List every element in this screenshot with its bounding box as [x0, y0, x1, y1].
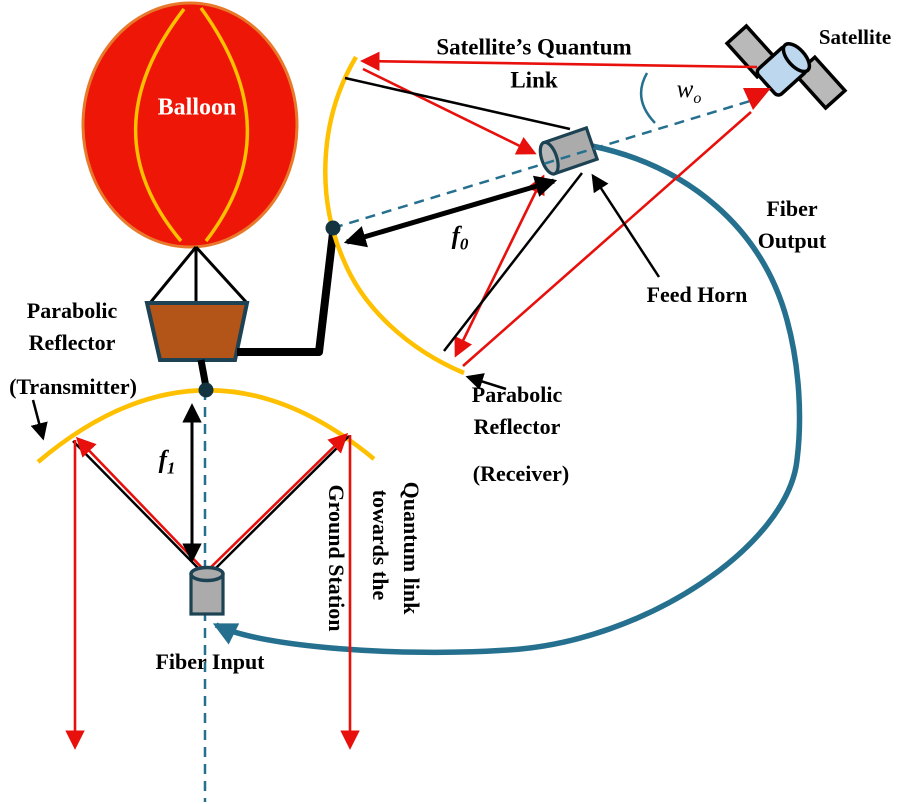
transmitter-subtitle-label: (Transmitter): [9, 374, 137, 400]
fiber-input-cylinder: [189, 565, 225, 616]
wo-label: wo: [677, 72, 702, 110]
satellite-body-cap: [781, 42, 812, 74]
satellite-quantum-link-line2: Link: [510, 68, 558, 93]
ground-link-label-line3: Ground Station: [324, 484, 349, 632]
receiver-line1: Parabolic: [471, 382, 563, 408]
wo-subscript: o: [693, 89, 702, 107]
receiver-support-arm: [237, 232, 337, 356]
transmitter-label-pointer: [30, 399, 48, 441]
receiver-label-pointer: [465, 373, 507, 391]
ray-focus-to-dish-right: [205, 432, 349, 573]
construction-focus-to-dish-left: [72, 440, 199, 569]
receiver-label: Parabolic Reflector: [472, 379, 562, 443]
feed-horn-cylinder: [538, 125, 600, 176]
f0-focal-arrow: [343, 175, 558, 248]
transmitter-label: Parabolic Reflector: [27, 295, 117, 359]
construction-focus-to-dish-right: [215, 435, 350, 569]
transmitter-vertex-dot: [198, 382, 214, 398]
satellite-label: Satellite: [818, 24, 892, 49]
balloon-meridian-left: [133, 7, 186, 243]
ground-link-label-line2: towards the: [368, 489, 393, 601]
receiver-dish-arc: [323, 55, 465, 376]
ground-link-label-line1: Quantum link: [399, 481, 424, 615]
receiver-line2: Reflector: [473, 414, 561, 439]
ray-dish-bottom-to-satellite: [462, 111, 752, 367]
wo-angle-arc: [639, 72, 656, 124]
f0-symbol: f: [451, 222, 460, 250]
construction-dish-bottom-to-horn: [443, 172, 583, 352]
satellite-quantum-link-label: Satellite’s Quantum Link: [436, 31, 631, 98]
ray-satellite-to-dish-top: [360, 51, 758, 72]
f1-subscript: 1: [166, 458, 176, 478]
balloon-ropes: [148, 245, 249, 305]
f0-subscript: 0: [459, 234, 469, 254]
transmitter-line2: Reflector: [28, 330, 116, 355]
satellite-quantum-link-line1: Satellite’s Quantum: [436, 34, 632, 60]
receiver-vertex-dot: [325, 220, 341, 236]
fiber-output-line2: Output: [757, 228, 827, 253]
ray-dish-top-to-horn: [362, 67, 537, 155]
balloon-shape: [81, 1, 299, 249]
transmitter-rays: [65, 403, 360, 750]
boresight-arrowhead: [743, 88, 771, 110]
transmitter-line1: Parabolic: [26, 298, 118, 324]
f0-label: f0: [452, 219, 469, 258]
balloon-label: Balloon: [157, 94, 237, 121]
satellite-icon: [724, 23, 848, 111]
receiver-subtitle-label: (Receiver): [472, 461, 570, 487]
fiber-output-label: Fiber Output: [758, 193, 826, 257]
transmitter-mount-stub: [197, 359, 210, 388]
feed-horn-label-pointer: [591, 173, 661, 278]
f1-symbol: f: [158, 446, 167, 474]
f1-label: f1: [159, 443, 176, 482]
construction-dish-top-to-horn: [344, 76, 571, 131]
feed-horn-label: Feed Horn: [646, 282, 748, 308]
fiber-output-line1: Fiber: [766, 196, 818, 222]
ray-focus-to-dish-left: [75, 436, 207, 573]
boresight-dashed-line: [332, 96, 761, 230]
wo-symbol: w: [676, 75, 694, 103]
balloon-meridian-right: [199, 6, 250, 243]
gondola-basket: [144, 301, 250, 362]
fiber-input-label: Fiber Input: [155, 649, 265, 675]
fiber-cable-path: [212, 143, 803, 656]
